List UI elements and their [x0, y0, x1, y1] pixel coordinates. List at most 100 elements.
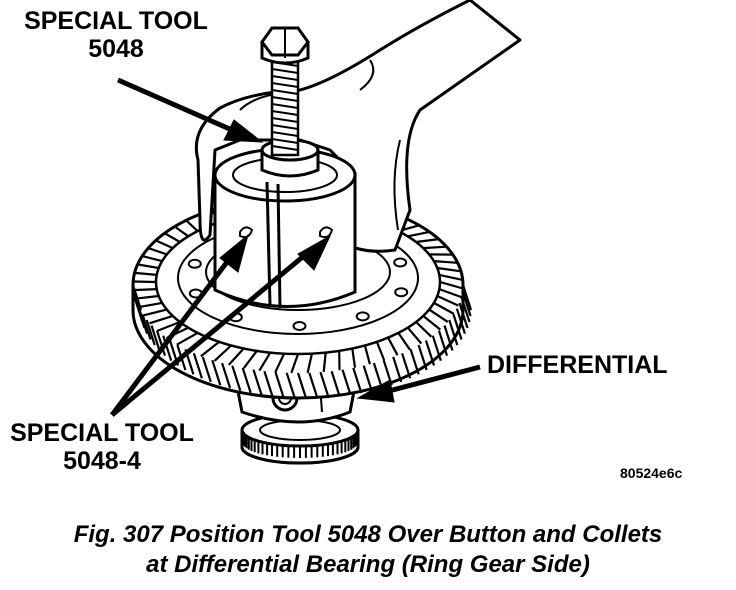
gear-tooth: [439, 273, 463, 281]
caption-line-2: at Differential Bearing (Ring Gear Side): [146, 551, 590, 578]
gear-tooth: [363, 345, 371, 365]
gear-tooth: [306, 353, 313, 374]
label-differential: DIFFERENTIAL: [487, 351, 668, 379]
screw-thread: [271, 145, 299, 151]
bolt-hole: [393, 257, 408, 268]
label-special-tool-5048: SPECIAL TOOL 5048: [2, 7, 230, 63]
gear-tooth: [200, 341, 220, 358]
helical-tooth: [141, 314, 152, 340]
label-line: 5048: [88, 34, 144, 63]
gear-tooth: [397, 332, 411, 351]
bolt-hole: [187, 258, 202, 269]
lower-bearing: [240, 412, 360, 465]
helical-tooth: [409, 348, 420, 375]
helical-tooth: [162, 335, 173, 362]
gear-tooth: [290, 353, 300, 374]
gear-tooth: [137, 263, 159, 270]
helical-tooth: [308, 372, 319, 399]
helical-tooth: [431, 335, 442, 362]
gear-tooth: [436, 294, 459, 307]
helical-tooth: [461, 290, 472, 317]
leader-arrows: [110, 77, 481, 417]
gear-tooth: [134, 294, 159, 300]
helical-tooth: [155, 330, 167, 357]
gear-tooth: [423, 245, 447, 250]
gear-tooth: [227, 347, 245, 366]
screw-thread: [271, 110, 299, 116]
label-line: SPECIAL TOOL: [10, 419, 194, 447]
gear-tooth: [149, 314, 174, 325]
helical-tooth: [455, 308, 466, 335]
helical-tooth: [352, 367, 363, 394]
tool-5048-screw: [260, 26, 310, 157]
helical-tooth: [424, 340, 436, 366]
gear-tooth: [439, 280, 464, 290]
gear-tooth: [406, 326, 423, 345]
gear-tooth: [258, 352, 272, 372]
caption-line-1: Fig. 307 Position Tool 5048 Over Button …: [73, 521, 663, 548]
gear-tooth: [147, 247, 168, 256]
gear-tooth: [407, 230, 430, 238]
gear-tooth: [164, 232, 181, 243]
helical-tooth: [372, 362, 383, 389]
gear-tooth: [142, 308, 168, 317]
helical-tooth: [362, 365, 373, 392]
screw-thread: [271, 96, 299, 102]
helical-tooth: [417, 344, 428, 371]
gear-tooth: [375, 341, 386, 361]
screw-thread: [271, 75, 299, 81]
gear-tooth: [134, 271, 157, 276]
helical-tooth: [452, 314, 463, 340]
helical-tooth: [192, 352, 203, 379]
helical-tooth: [285, 372, 296, 399]
label-special-tool-5048-4: SPECIAL TOOL 5048-4: [2, 419, 202, 475]
screw-thread: [271, 117, 299, 123]
gear-tooth: [274, 353, 286, 373]
gear-tooth: [415, 321, 433, 338]
gear-tooth: [138, 301, 163, 309]
helical-tooth: [460, 296, 471, 323]
helical-tooth: [443, 325, 454, 351]
helical-tooth: [231, 365, 242, 392]
helical-tooth: [211, 359, 222, 386]
helical-tooth: [437, 330, 449, 357]
helical-tooth: [131, 284, 143, 311]
helical-tooth: [296, 372, 308, 399]
gear-tooth: [433, 301, 455, 315]
helical-tooth: [263, 370, 274, 397]
gear-tooth: [141, 255, 163, 263]
helical-tooth: [401, 352, 412, 379]
gear-tooth: [322, 352, 327, 373]
helical-tooth: [274, 371, 285, 398]
helical-tooth: [201, 356, 212, 383]
screw-thread: [271, 103, 299, 109]
helical-tooth: [150, 325, 161, 351]
gear-tooth: [133, 288, 157, 292]
label-line: 5048-4: [63, 446, 141, 475]
bolt-hole: [394, 287, 409, 298]
gear-tooth: [155, 239, 174, 250]
figure-caption: Fig. 307 Position Tool 5048 Over Button …: [0, 520, 736, 580]
helical-tooth: [461, 284, 473, 311]
gear-tooth: [213, 344, 232, 362]
helical-tooth: [221, 362, 232, 389]
gear-tooth: [174, 225, 189, 238]
gear-tooth: [433, 260, 458, 264]
screw-thread: [271, 124, 299, 130]
screw-thread: [271, 82, 299, 88]
differential-illustration: [110, 0, 522, 465]
gear-tooth: [422, 315, 441, 331]
helical-tooth: [145, 319, 156, 346]
helical-tooth: [330, 370, 341, 397]
gear-tooth: [428, 308, 449, 323]
screw-thread: [271, 138, 299, 144]
gear-tooth: [415, 238, 439, 244]
gear-tooth: [176, 331, 199, 346]
gear-tooth: [185, 219, 199, 232]
figure-code: 80524e6c: [620, 465, 683, 481]
helical-tooth: [448, 319, 459, 346]
helical-tooth: [392, 356, 403, 383]
helical-tooth: [241, 367, 252, 394]
helical-tooth: [341, 369, 352, 396]
